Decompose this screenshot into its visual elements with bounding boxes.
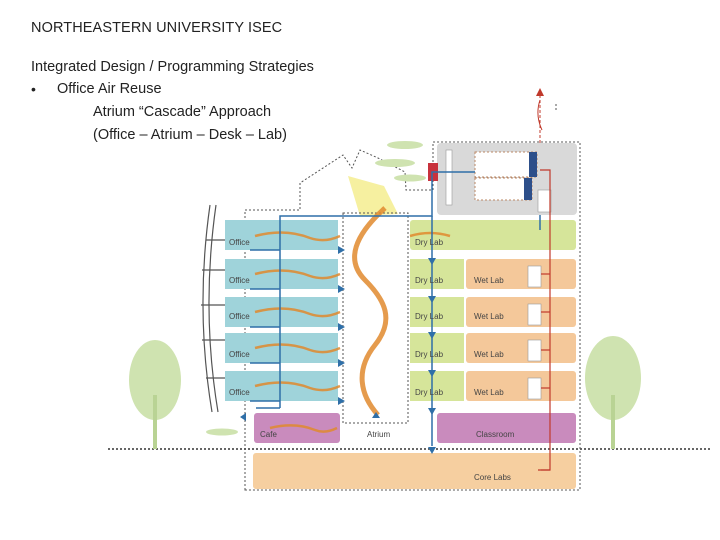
wet-lab-label-3: Wet Lab bbox=[474, 350, 504, 359]
core-labs-space bbox=[253, 453, 576, 489]
classroom-space bbox=[437, 413, 576, 443]
dry-lab-label-1: Dry Lab bbox=[415, 238, 444, 247]
dry-lab-label-5: Dry Lab bbox=[415, 388, 444, 397]
atrium-label: Atrium bbox=[367, 430, 390, 439]
atrium-cascade-air bbox=[352, 206, 389, 417]
office-air-flow bbox=[254, 231, 451, 433]
office-label-5: Office bbox=[229, 388, 250, 397]
office-label-4: Office bbox=[229, 350, 250, 359]
dry-lab-label-3: Dry Lab bbox=[415, 312, 444, 321]
supply-arrow-icons bbox=[240, 246, 436, 454]
exhaust-arrow-icon bbox=[536, 88, 544, 96]
core-labs-label: Core Labs bbox=[474, 473, 511, 482]
skylight bbox=[348, 176, 398, 216]
office-label-3: Office bbox=[229, 312, 250, 321]
air-handler-lower bbox=[474, 177, 533, 201]
dry-lab-floors bbox=[410, 220, 576, 401]
bullet-symbol: • bbox=[31, 81, 36, 97]
sequence-line: (Office – Atrium – Desk – Lab) bbox=[93, 127, 287, 143]
classroom-label: Classroom bbox=[476, 430, 515, 439]
exhaust-ducts bbox=[538, 169, 551, 471]
office-label-1: Office bbox=[229, 238, 250, 247]
tree-left-icon bbox=[129, 340, 181, 449]
supply-ducts bbox=[250, 171, 541, 446]
building-outline bbox=[244, 141, 581, 491]
wet-lab-floors bbox=[466, 259, 576, 401]
office-label-2: Office bbox=[229, 276, 250, 285]
cafe-label: Cafe bbox=[260, 430, 277, 439]
tree-right-icon bbox=[585, 336, 641, 449]
atrium-void bbox=[342, 212, 409, 424]
cafe-space bbox=[254, 413, 340, 443]
subtitle: Integrated Design / Programming Strategi… bbox=[31, 59, 314, 75]
wet-lab-label-4: Wet Lab bbox=[474, 388, 504, 397]
approach-line: Atrium “Cascade” Approach bbox=[93, 104, 272, 120]
fresh-air-icon bbox=[206, 141, 426, 436]
dry-lab-label-2: Dry Lab bbox=[415, 276, 444, 285]
dry-lab-label-4: Dry Lab bbox=[415, 350, 444, 359]
page-title: NORTHEASTERN UNIVERSITY ISEC bbox=[31, 20, 283, 36]
wet-lab-label-1: Wet Lab bbox=[474, 276, 504, 285]
air-handler-upper bbox=[474, 151, 538, 178]
office-floors bbox=[225, 220, 338, 401]
wet-lab-label-2: Wet Lab bbox=[474, 312, 504, 321]
bullet-office-air-reuse: Office Air Reuse bbox=[57, 81, 162, 97]
